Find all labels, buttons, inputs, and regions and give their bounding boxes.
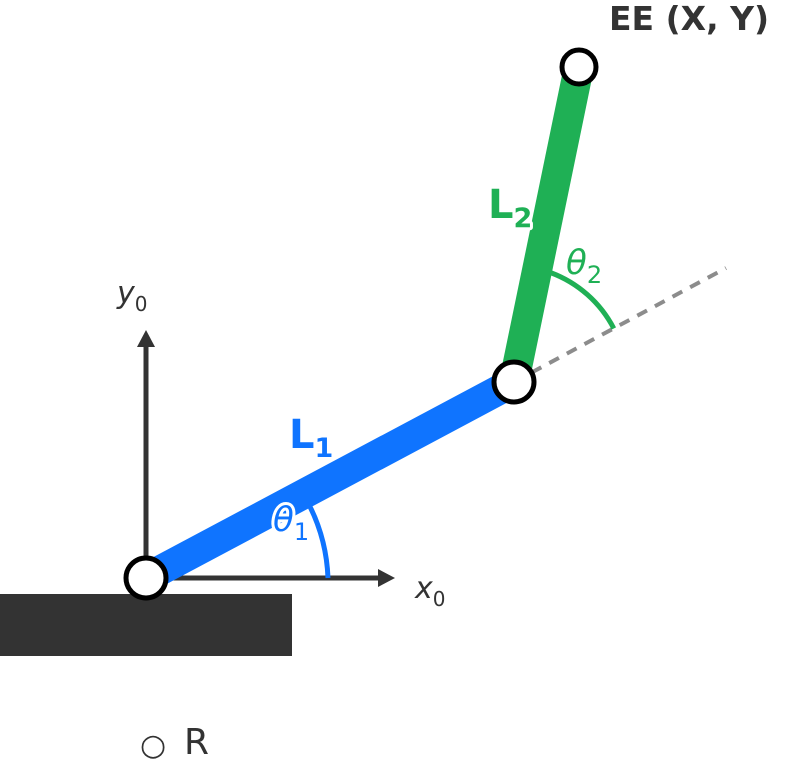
revolute-joint-legend-marker: ○ — [140, 728, 166, 759]
y0-axis-label: y0 — [116, 276, 148, 316]
x0-axis-label: x0 — [414, 571, 446, 611]
y0-axis-arrowhead — [137, 330, 155, 347]
elbow-joint — [491, 359, 537, 405]
link2-label: L2 — [488, 182, 532, 234]
base-frame-axes — [137, 330, 395, 587]
end-effector-joint — [559, 47, 599, 87]
theta2-arc — [549, 270, 617, 330]
ground-base — [0, 594, 292, 656]
link2-bar — [499, 63, 594, 386]
x0-axis-arrowhead — [378, 569, 395, 587]
revolute-joint-legend-label: R — [184, 722, 209, 759]
link1-label: L1 — [289, 412, 333, 464]
theta1-label: θ1 — [273, 500, 309, 546]
link1-extension-dashed — [513, 266, 727, 384]
theta2-label: θ2 — [566, 243, 602, 289]
link1-bar — [138, 368, 522, 592]
end-effector-label: EE (X, Y) — [609, 0, 769, 38]
base-joint — [123, 555, 169, 601]
legend: ○ R — [140, 722, 209, 759]
